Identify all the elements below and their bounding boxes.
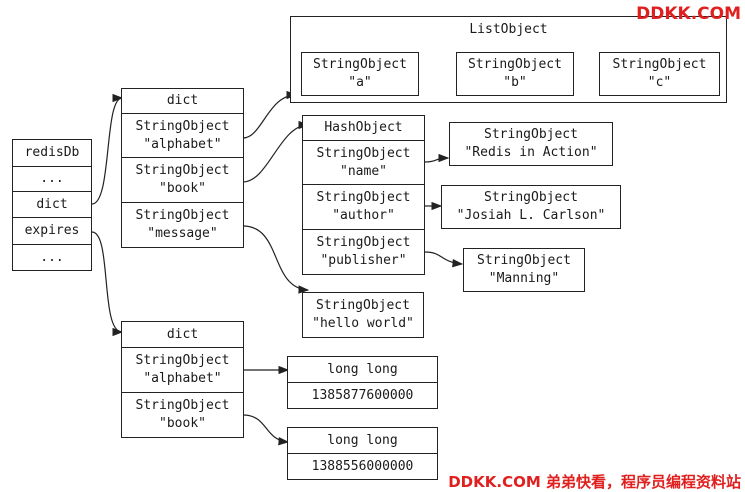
hash-field-name: StringObject "name" bbox=[302, 140, 425, 185]
long-type-cell: long long bbox=[287, 427, 438, 454]
listobject-title: ListObject bbox=[469, 22, 548, 37]
value-type: StringObject bbox=[477, 253, 571, 268]
redisdb-expires-label: expires bbox=[24, 223, 80, 238]
entry-type-label: StringObject bbox=[135, 398, 230, 413]
hash-field-publisher: StringObject "publisher" bbox=[302, 229, 425, 275]
value-text: "Redis in Action" bbox=[464, 145, 598, 160]
arrow-dict-to-main-dict bbox=[91, 93, 124, 205]
long-type-label: long long bbox=[327, 361, 398, 377]
field-key: "name" bbox=[340, 163, 387, 179]
message-value: StringObject "hello world" bbox=[302, 292, 424, 338]
entry-key-label: "alphabet" bbox=[143, 136, 222, 152]
list-item-value: "b" bbox=[503, 75, 527, 90]
entry-key-label: "alphabet" bbox=[143, 371, 222, 386]
value-type: StringObject bbox=[484, 190, 578, 205]
entry-type-label: StringObject bbox=[135, 118, 230, 134]
long-value-label: 1388556000000 bbox=[311, 458, 414, 474]
entry-key-label: "book" bbox=[159, 416, 206, 431]
arrow-publisher-to-value bbox=[424, 251, 464, 268]
redisdb-slot-ellipsis-2: ... bbox=[12, 244, 92, 271]
value-text: "Manning" bbox=[488, 271, 560, 286]
entry-key-label: "message" bbox=[147, 226, 218, 241]
redisdb-title: redisDb bbox=[12, 139, 92, 167]
list-item-value: "c" bbox=[647, 75, 672, 90]
value-text: "Josiah L. Carlson" bbox=[456, 208, 606, 223]
list-item-value: "a" bbox=[348, 75, 372, 90]
redisdb-dict-field: dict bbox=[12, 191, 92, 218]
hash-value-author: StringObject "Josiah L. Carlson" bbox=[441, 185, 621, 229]
keyspace-entry-alphabet: StringObject "alphabet" bbox=[121, 113, 244, 158]
arrow-name-to-value bbox=[424, 153, 450, 163]
field-key: "publisher" bbox=[320, 253, 407, 268]
value-type: StringObject bbox=[484, 127, 578, 142]
keyspace-entry-message: StringObject "message" bbox=[121, 202, 244, 248]
redisdb-expires-field: expires bbox=[12, 217, 92, 245]
list-item-b: StringObject "b" bbox=[456, 52, 574, 96]
expires-entry-alphabet: StringObject "alphabet" bbox=[121, 347, 244, 393]
list-item-type: StringObject bbox=[612, 57, 707, 72]
entry-type-label: StringObject bbox=[135, 353, 230, 368]
field-type: StringObject bbox=[316, 145, 411, 161]
long-type-label: long long bbox=[327, 432, 398, 448]
expires-entry-book: StringObject "book" bbox=[121, 392, 244, 438]
hash-value-publisher: StringObject "Manning" bbox=[463, 248, 585, 292]
arrow-alphabet-to-listobject bbox=[242, 90, 298, 139]
watermark-bottom: DDKK.COM 弟弟快看，程序员编程资料站 bbox=[448, 473, 741, 491]
field-type: StringObject bbox=[316, 190, 411, 205]
list-item-type: StringObject bbox=[313, 57, 407, 72]
expires-dict-title: dict bbox=[121, 321, 244, 348]
list-item-type: StringObject bbox=[468, 57, 562, 72]
field-type: StringObject bbox=[316, 235, 411, 250]
redisdb-dict-label: dict bbox=[36, 196, 68, 212]
hashobject-title: HashObject bbox=[302, 115, 425, 141]
arrow-book-to-hashobject bbox=[242, 120, 310, 183]
entry-type-label: StringObject bbox=[135, 208, 230, 223]
long-value-cell: 1388556000000 bbox=[287, 453, 438, 480]
list-item-a: StringObject "a" bbox=[301, 52, 419, 96]
value-text: "hello world" bbox=[312, 316, 414, 331]
hashobject-title-label: HashObject bbox=[324, 120, 403, 135]
arrow-expires-to-expires-dict bbox=[91, 231, 124, 337]
redisdb-slot-label: ... bbox=[40, 171, 64, 186]
expires-dict-title-label: dict bbox=[166, 326, 199, 342]
arrow-message-to-hello-world bbox=[242, 225, 310, 294]
redisdb-slot-label: ... bbox=[40, 249, 64, 265]
arrow-expire-book-to-long bbox=[242, 414, 290, 446]
value-type: StringObject bbox=[316, 298, 410, 313]
hash-field-author: StringObject "author" bbox=[302, 184, 425, 230]
keyspace-dict-title: dict bbox=[121, 88, 244, 114]
long-value-label: 1385877600000 bbox=[311, 387, 414, 403]
long-type-cell: long long bbox=[287, 356, 438, 383]
entry-type-label: StringObject bbox=[135, 163, 230, 178]
keyspace-dict-title-label: dict bbox=[166, 93, 199, 108]
hash-value-name: StringObject "Redis in Action" bbox=[449, 122, 613, 166]
keyspace-entry-book: StringObject "book" bbox=[121, 157, 244, 203]
field-key: "author" bbox=[332, 208, 395, 223]
watermark-top: DDKK.COM bbox=[636, 4, 741, 24]
entry-key-label: "book" bbox=[159, 181, 206, 196]
redisdb-slot-ellipsis-1: ... bbox=[12, 166, 92, 192]
list-item-c: StringObject "c" bbox=[599, 52, 720, 96]
redisdb-title-label: redisDb bbox=[24, 145, 80, 160]
long-value-cell: 1385877600000 bbox=[287, 382, 438, 409]
